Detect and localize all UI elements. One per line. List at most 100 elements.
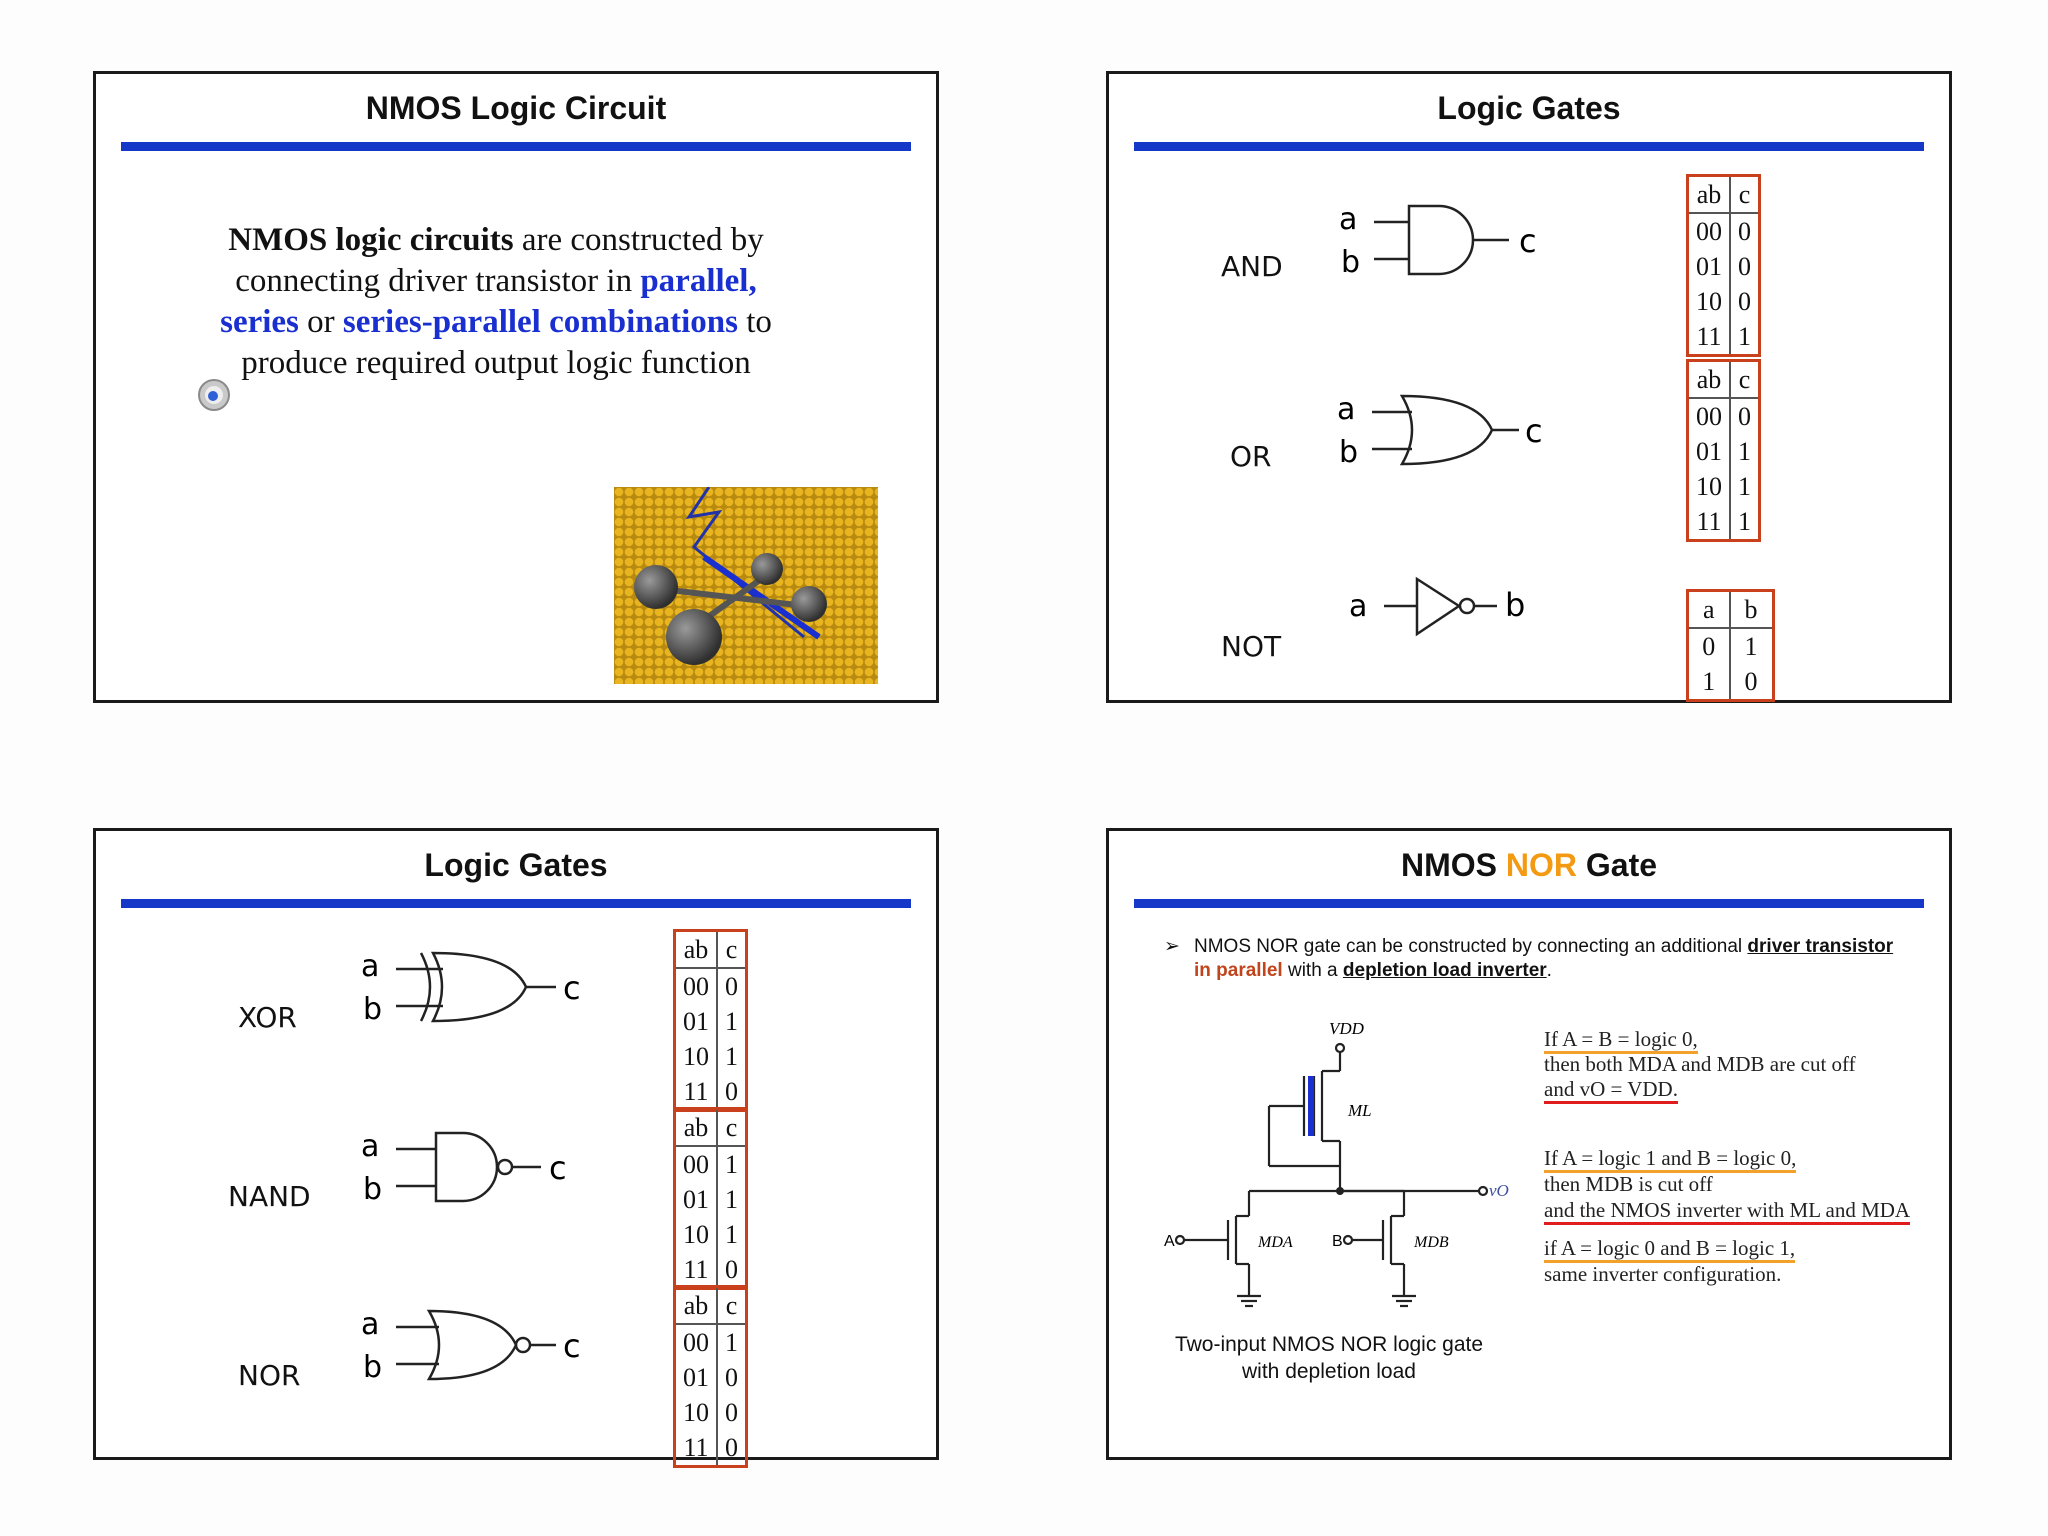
table-header: c <box>1730 360 1760 399</box>
mda-label: MDA <box>1257 1234 1293 1251</box>
table-cell: 1 <box>725 1150 738 1179</box>
table-cell: 0 <box>725 1433 738 1462</box>
input-a: a <box>1349 589 1367 624</box>
gate-label-or: OR <box>1230 440 1272 473</box>
output-c: c <box>549 1149 567 1187</box>
input-b: b <box>363 1350 382 1385</box>
gate-label-and: AND <box>1221 250 1283 283</box>
vdd-label: VDD <box>1329 1019 1365 1038</box>
not-gate-symbol: a b <box>1349 576 1525 637</box>
title-bar <box>121 899 911 908</box>
table-cell: 10 <box>1687 469 1731 504</box>
note-line: then MDB is cut off <box>1544 1172 1713 1196</box>
bullet-arrow-icon: ➢ <box>1164 936 1180 957</box>
table-cell: 1 <box>725 1042 738 1071</box>
xor-gate-symbol: a b c <box>361 949 581 1027</box>
slide-title: Logic Gates <box>1437 90 1621 126</box>
note-line: If A = logic 1 and B = logic 0, <box>1544 1146 1797 1173</box>
table-cell: 00 <box>1687 398 1731 434</box>
table-header: ab <box>674 1286 718 1325</box>
table-cell: 00 <box>674 1324 718 1360</box>
input-b-label: B <box>1332 1233 1343 1250</box>
table-cell: 10 <box>674 1217 718 1252</box>
table-cell: 11 <box>1687 319 1731 356</box>
table-cell: 0 <box>1744 667 1758 696</box>
table-cell: 0 <box>725 1255 738 1284</box>
output-c: c <box>1525 412 1543 450</box>
table-header: c <box>717 1108 747 1147</box>
table-header: c <box>717 1286 747 1325</box>
output-c: c <box>563 969 581 1007</box>
title-bar <box>121 142 911 151</box>
gate-label-nor: NOR <box>238 1359 301 1392</box>
table-cell: 1 <box>1738 437 1751 466</box>
note-line: then both MDA and MDB are cut off <box>1544 1052 1856 1076</box>
blue-term-1: parallel, series <box>220 263 757 340</box>
table-cell: 0 <box>725 972 738 1001</box>
title-bar <box>1134 899 1924 908</box>
note-line: same inverter configuration. <box>1544 1262 1782 1286</box>
table-cell: 1 <box>1744 632 1758 661</box>
body-text-2: or <box>298 304 343 340</box>
note-text: and the NMOS inverter with ML and MDA <box>1544 1198 1911 1225</box>
table-cell: 0 <box>725 1363 738 1392</box>
slide-nmos-nor-gate: NMOS NOR Gate ➢ NMOS NOR gate can be con… <box>1106 828 1952 1460</box>
bullet-underlined: driver transistor <box>1747 936 1894 957</box>
input-a-label: A <box>1164 1233 1175 1250</box>
slide-title: NMOS Logic Circuit <box>365 90 667 126</box>
table-cell: 1 <box>1738 322 1751 351</box>
table-cell: 0 <box>1738 252 1751 281</box>
bullet-text: with a <box>1282 960 1343 981</box>
table-header: ab <box>1687 175 1731 214</box>
table-cell: 10 <box>1687 284 1731 319</box>
table-header: ab <box>1687 360 1731 399</box>
table-cell: 0 <box>725 1077 738 1106</box>
table-cell: 11 <box>674 1252 718 1289</box>
table-header: a <box>1687 590 1731 629</box>
vo-label: vO <box>1489 1181 1509 1200</box>
input-b: b <box>1341 245 1360 280</box>
output-c: c <box>1519 222 1537 260</box>
table-cell: 01 <box>674 1360 718 1395</box>
input-b: b <box>1339 435 1358 470</box>
and-gate-symbol: a b c <box>1339 202 1537 280</box>
input-a: a <box>1339 202 1357 237</box>
slide-nmos-logic-circuit: NMOS Logic Circuit NMOS logic circuits a… <box>93 71 939 703</box>
table-cell: 0 <box>1738 217 1751 246</box>
table-cell: 1 <box>725 1328 738 1357</box>
ml-label: ML <box>1347 1101 1372 1120</box>
table-cell: 1 <box>1738 507 1751 536</box>
slide-logic-gates-2: Logic Gates XOR NAND NOR a b c a b c <box>93 828 939 1468</box>
table-cell: 1 <box>725 1007 738 1036</box>
table-cell: 00 <box>1687 213 1731 249</box>
note-text: If A = B = logic 0, <box>1544 1027 1698 1054</box>
bullet-orange: in parallel <box>1194 960 1283 981</box>
title-highlight: NOR <box>1505 847 1577 883</box>
table-cell: 00 <box>674 1146 718 1182</box>
table-cell: 1 <box>725 1220 738 1249</box>
mdb-label: MDB <box>1413 1234 1449 1251</box>
gate-label-nand: NAND <box>228 1180 311 1213</box>
note-text: and vO = VDD. <box>1544 1077 1678 1104</box>
title-bar <box>1134 142 1924 151</box>
or-gate-symbol: a b c <box>1337 392 1543 470</box>
table-header: ab <box>674 1108 718 1147</box>
input-a: a <box>361 1307 379 1342</box>
speaker-icon[interactable] <box>196 377 232 413</box>
table-cell: 10 <box>674 1395 718 1430</box>
note-line: and vO = VDD. <box>1544 1077 1678 1104</box>
table-cell: 0 <box>1738 402 1751 431</box>
table-cell: 11 <box>674 1430 718 1467</box>
table-cell: 01 <box>1687 249 1731 284</box>
table-cell: 01 <box>1687 434 1731 469</box>
note-text: if A = logic 0 and B = logic 1, <box>1544 1236 1796 1263</box>
nor-gate-symbol: a b c <box>361 1307 581 1385</box>
slide-title: NMOS NOR Gate <box>1109 847 1949 884</box>
circuit-caption: Two-input NMOS NOR logic gate with deple… <box>1174 1333 1484 1383</box>
slide-title: Logic Gates <box>424 847 608 883</box>
input-b: b <box>363 1172 382 1207</box>
